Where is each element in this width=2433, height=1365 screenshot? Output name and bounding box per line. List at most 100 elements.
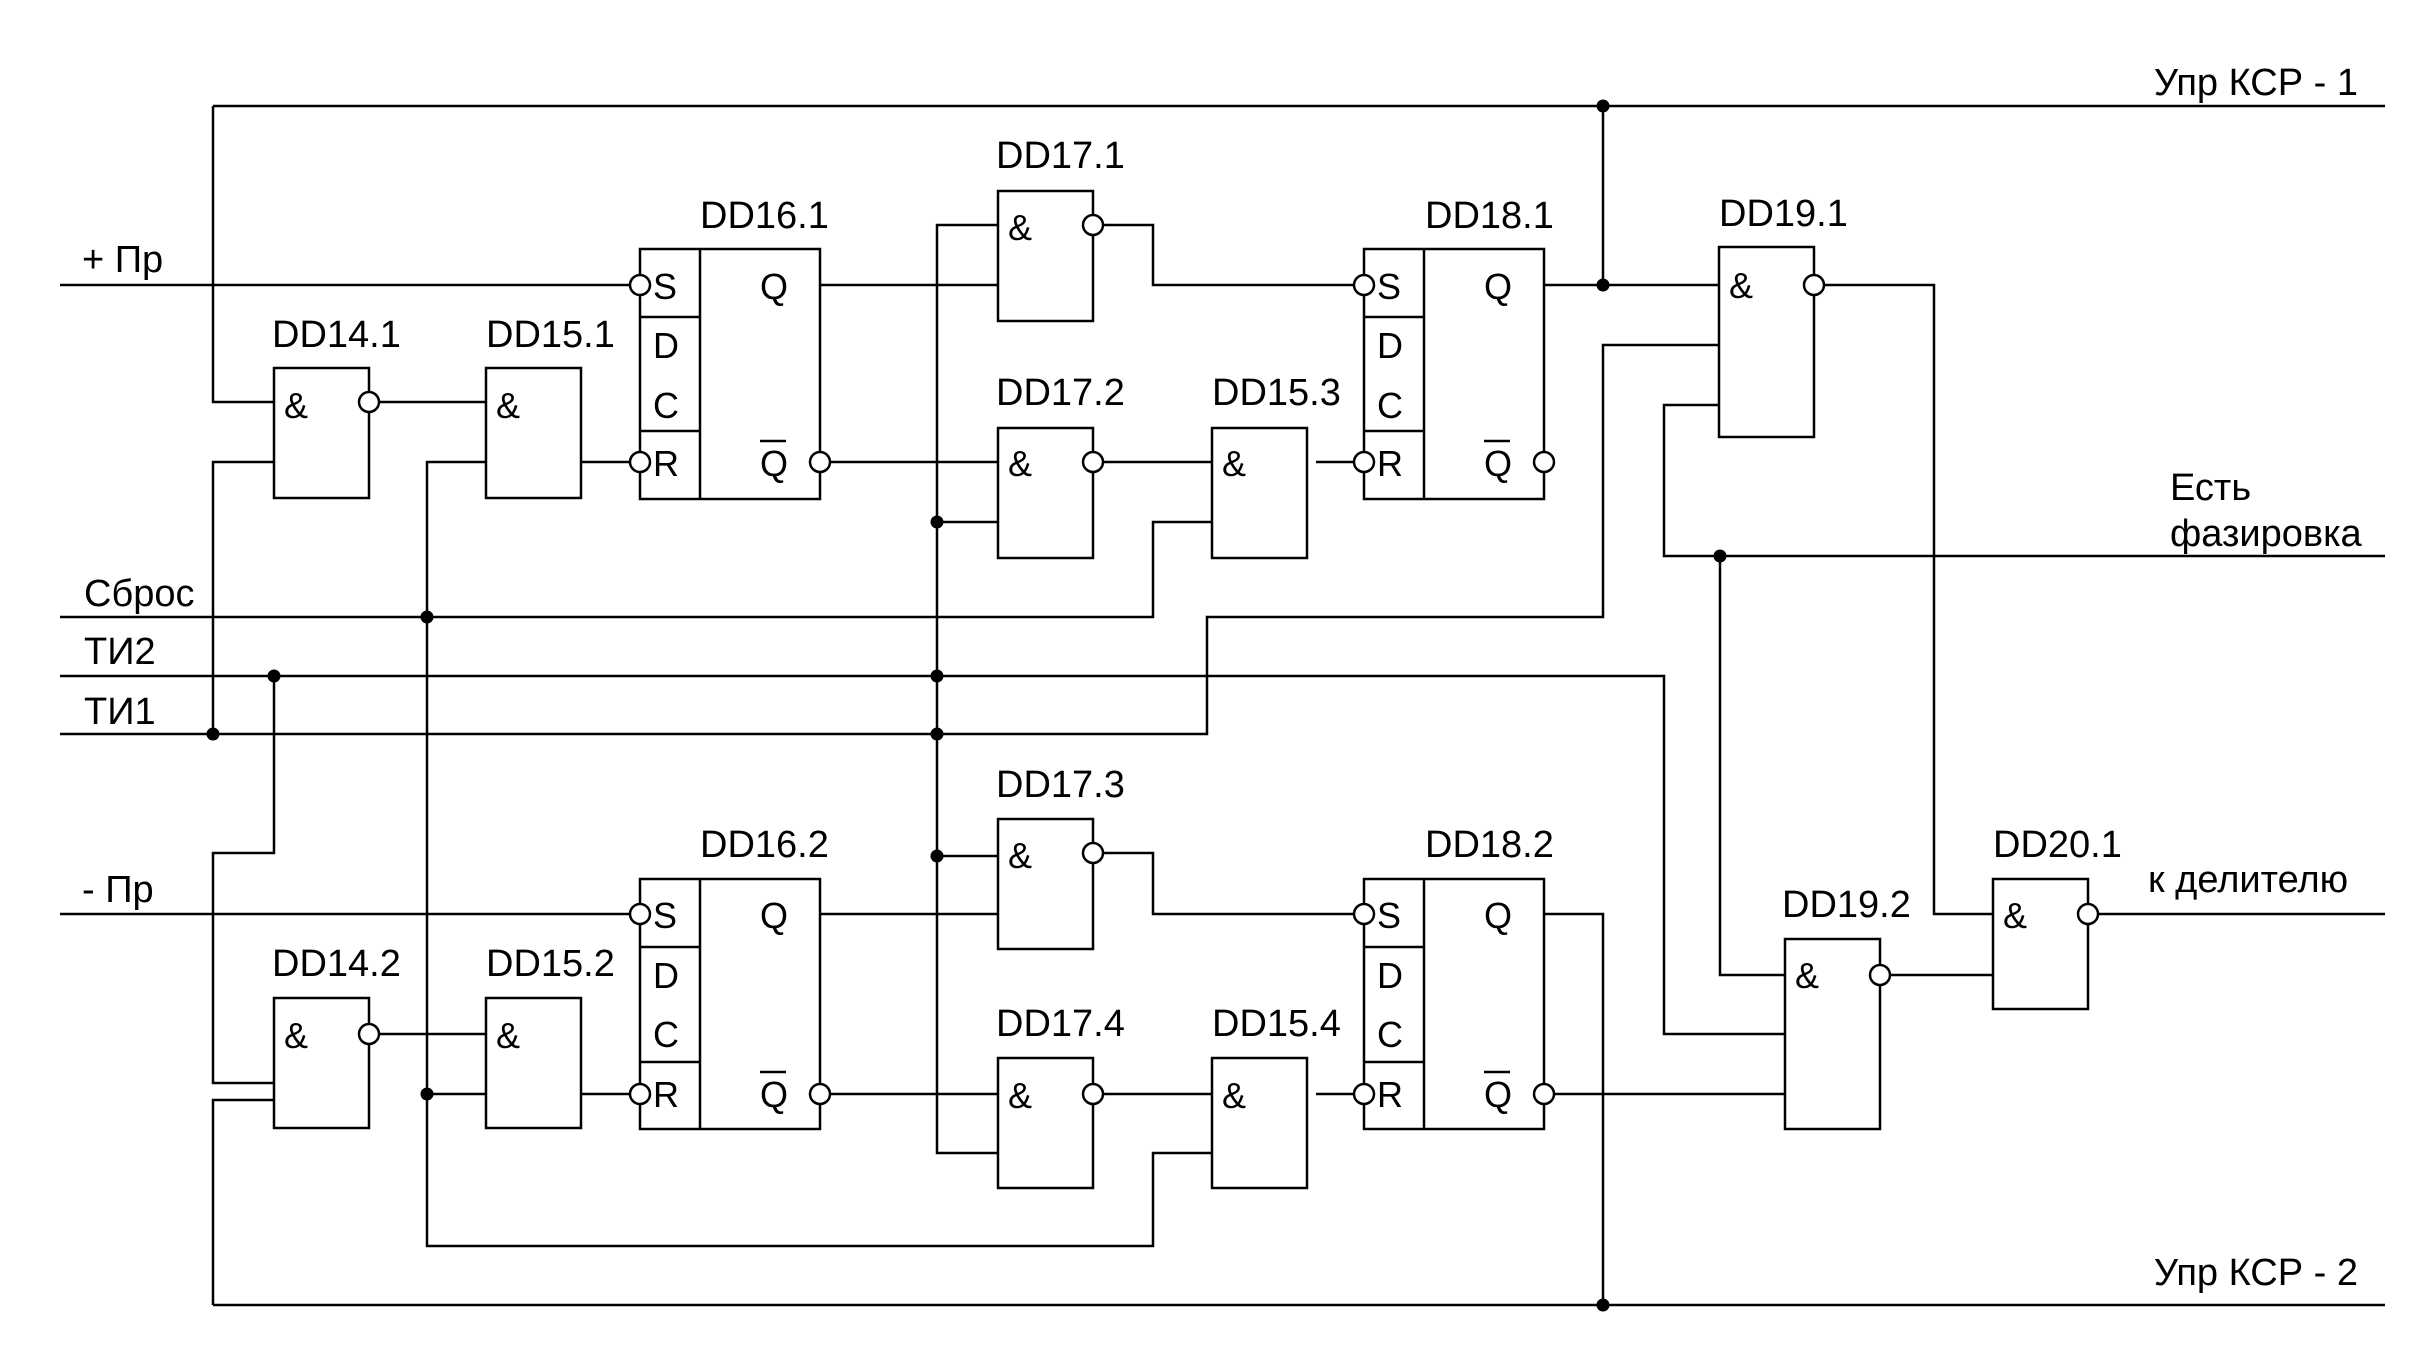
- label-plus-pr: + Пр: [82, 239, 163, 281]
- and-symbol: &: [284, 385, 308, 426]
- junction-dot: [930, 669, 944, 683]
- chip-label-dd17-1: DD17.1: [996, 135, 1125, 177]
- gate-dd20-1: & DD20.1: [1991, 824, 2122, 1011]
- chip-label-dd16-2: DD16.2: [700, 824, 829, 866]
- inverter-bubble: [628, 902, 652, 926]
- gate-dd15-4: & DD15.4: [1210, 1003, 1341, 1190]
- pin-q-bar: Q: [760, 443, 788, 484]
- label-upr-ksr-1: Упр КСР - 1: [2154, 62, 2358, 104]
- pin-q-bar: Q: [1484, 443, 1512, 484]
- inverter-bubble: [808, 1082, 832, 1106]
- inverter-bubble: [1532, 1082, 1556, 1106]
- junction-dot: [930, 727, 944, 741]
- gate-dd17-1: & DD17.1: [996, 135, 1125, 323]
- gate-dd17-4: & DD17.4: [996, 1003, 1125, 1190]
- and-symbol: &: [1008, 443, 1032, 484]
- and-symbol: &: [1008, 1075, 1032, 1116]
- wire-est-to-dd19-2: [1718, 556, 1785, 977]
- wire-ti1-to-dd14-1: [211, 460, 274, 734]
- chip-label-dd19-2: DD19.2: [1782, 884, 1911, 926]
- junction-dot: [267, 669, 281, 683]
- junction-dot: [206, 727, 220, 741]
- label-minus-pr: - Пр: [82, 869, 154, 911]
- inverter-bubble: [357, 390, 381, 414]
- inverter-bubble: [628, 273, 652, 297]
- flipflop-dd18-1: S D C R Q Q DD18.1: [1352, 195, 1556, 501]
- gate-dd19-1: & DD19.1: [1717, 193, 1848, 439]
- chip-label-dd19-1: DD19.1: [1719, 193, 1848, 235]
- pin-c: C: [653, 385, 679, 426]
- inverter-bubble: [1868, 963, 1892, 987]
- pin-q-bar: Q: [760, 1074, 788, 1115]
- inverter-bubble: [1081, 841, 1105, 865]
- chip-label-dd16-1: DD16.1: [700, 195, 829, 237]
- wire-dd19-1-out: [1825, 283, 1993, 916]
- pin-s: S: [653, 895, 677, 936]
- pin-r: R: [653, 443, 679, 484]
- chip-label-dd14-2: DD14.2: [272, 943, 401, 985]
- gate-dd15-3: & DD15.3: [1210, 372, 1341, 560]
- pin-r: R: [653, 1074, 679, 1115]
- inverter-bubble: [1352, 450, 1376, 474]
- junctions: [206, 99, 1727, 1312]
- chip-label-dd15-1: DD15.1: [486, 314, 615, 356]
- wire-sbros: [60, 520, 1212, 619]
- junction-dot: [420, 610, 434, 624]
- pin-c: C: [1377, 385, 1403, 426]
- pin-r: R: [1377, 1074, 1403, 1115]
- chip-label-dd20-1: DD20.1: [1993, 824, 2122, 866]
- inverter-bubble: [357, 1022, 381, 1046]
- inverter-bubble: [628, 450, 652, 474]
- wire-sbros-vertical: [425, 460, 1212, 1248]
- bus-upr-ksr-1-to-dd14-1: [211, 106, 274, 404]
- inverter-bubble: [808, 450, 832, 474]
- chip-label-dd15-3: DD15.3: [1212, 372, 1341, 414]
- gate-dd15-1: & DD15.1: [484, 314, 615, 500]
- and-symbol: &: [1222, 1075, 1246, 1116]
- gates: & DD14.1 & DD15.1 & DD14.2 & DD15.2 &: [272, 135, 2122, 1190]
- inverter-bubble: [628, 1082, 652, 1106]
- pin-q: Q: [1484, 895, 1512, 936]
- pin-q: Q: [760, 895, 788, 936]
- and-symbol: &: [1729, 265, 1753, 306]
- inverter-bubble: [1352, 273, 1376, 297]
- pin-d: D: [1377, 955, 1403, 996]
- chip-label-dd18-2: DD18.2: [1425, 824, 1554, 866]
- pin-q-bar: Q: [1484, 1074, 1512, 1115]
- chip-label-dd17-2: DD17.2: [996, 372, 1125, 414]
- pin-d: D: [653, 325, 679, 366]
- pin-q: Q: [1484, 266, 1512, 307]
- label-ti2: ТИ2: [84, 631, 156, 673]
- gate-dd14-1: & DD14.1: [272, 314, 401, 500]
- and-symbol: &: [2003, 895, 2027, 936]
- pin-s: S: [653, 266, 677, 307]
- junction-dot: [1596, 278, 1610, 292]
- flipflop-dd16-1: S D C R Q Q DD16.1: [628, 195, 832, 501]
- junction-dot: [1596, 99, 1610, 113]
- wires: [60, 104, 2385, 1307]
- chip-label-dd14-1: DD14.1: [272, 314, 401, 356]
- wire-est-fazirovka: [1662, 403, 2385, 558]
- inverter-bubble: [1802, 273, 1826, 297]
- inverter-bubble: [1081, 213, 1105, 237]
- wire-ti-rail: [935, 223, 998, 1155]
- pin-q: Q: [760, 266, 788, 307]
- junction-dot: [1596, 1298, 1610, 1312]
- flipflop-dd18-2: S D C R Q Q DD18.2: [1352, 824, 1556, 1131]
- pin-s: S: [1377, 266, 1401, 307]
- bus-upr-ksr-2-to-dd14-2: [211, 1098, 274, 1305]
- wire-dd17-1-out: [1104, 223, 1359, 287]
- inverter-bubble: [1352, 1082, 1376, 1106]
- signal-labels: Упр КСР - 1 Упр КСР - 2 + Пр - Пр Сброс …: [82, 62, 2363, 1294]
- wire-dd17-3-out: [1104, 851, 1359, 916]
- chip-label-dd17-3: DD17.3: [996, 764, 1125, 806]
- and-symbol: &: [1008, 835, 1032, 876]
- inverter-bubble: [1081, 450, 1105, 474]
- pin-r: R: [1377, 443, 1403, 484]
- flipflop-dd16-2: S D C R Q Q DD16.2: [628, 824, 832, 1131]
- chip-label-dd17-4: DD17.4: [996, 1003, 1125, 1045]
- and-symbol: &: [496, 385, 520, 426]
- gate-dd19-2: & DD19.2: [1782, 884, 1911, 1131]
- junction-dot: [930, 515, 944, 529]
